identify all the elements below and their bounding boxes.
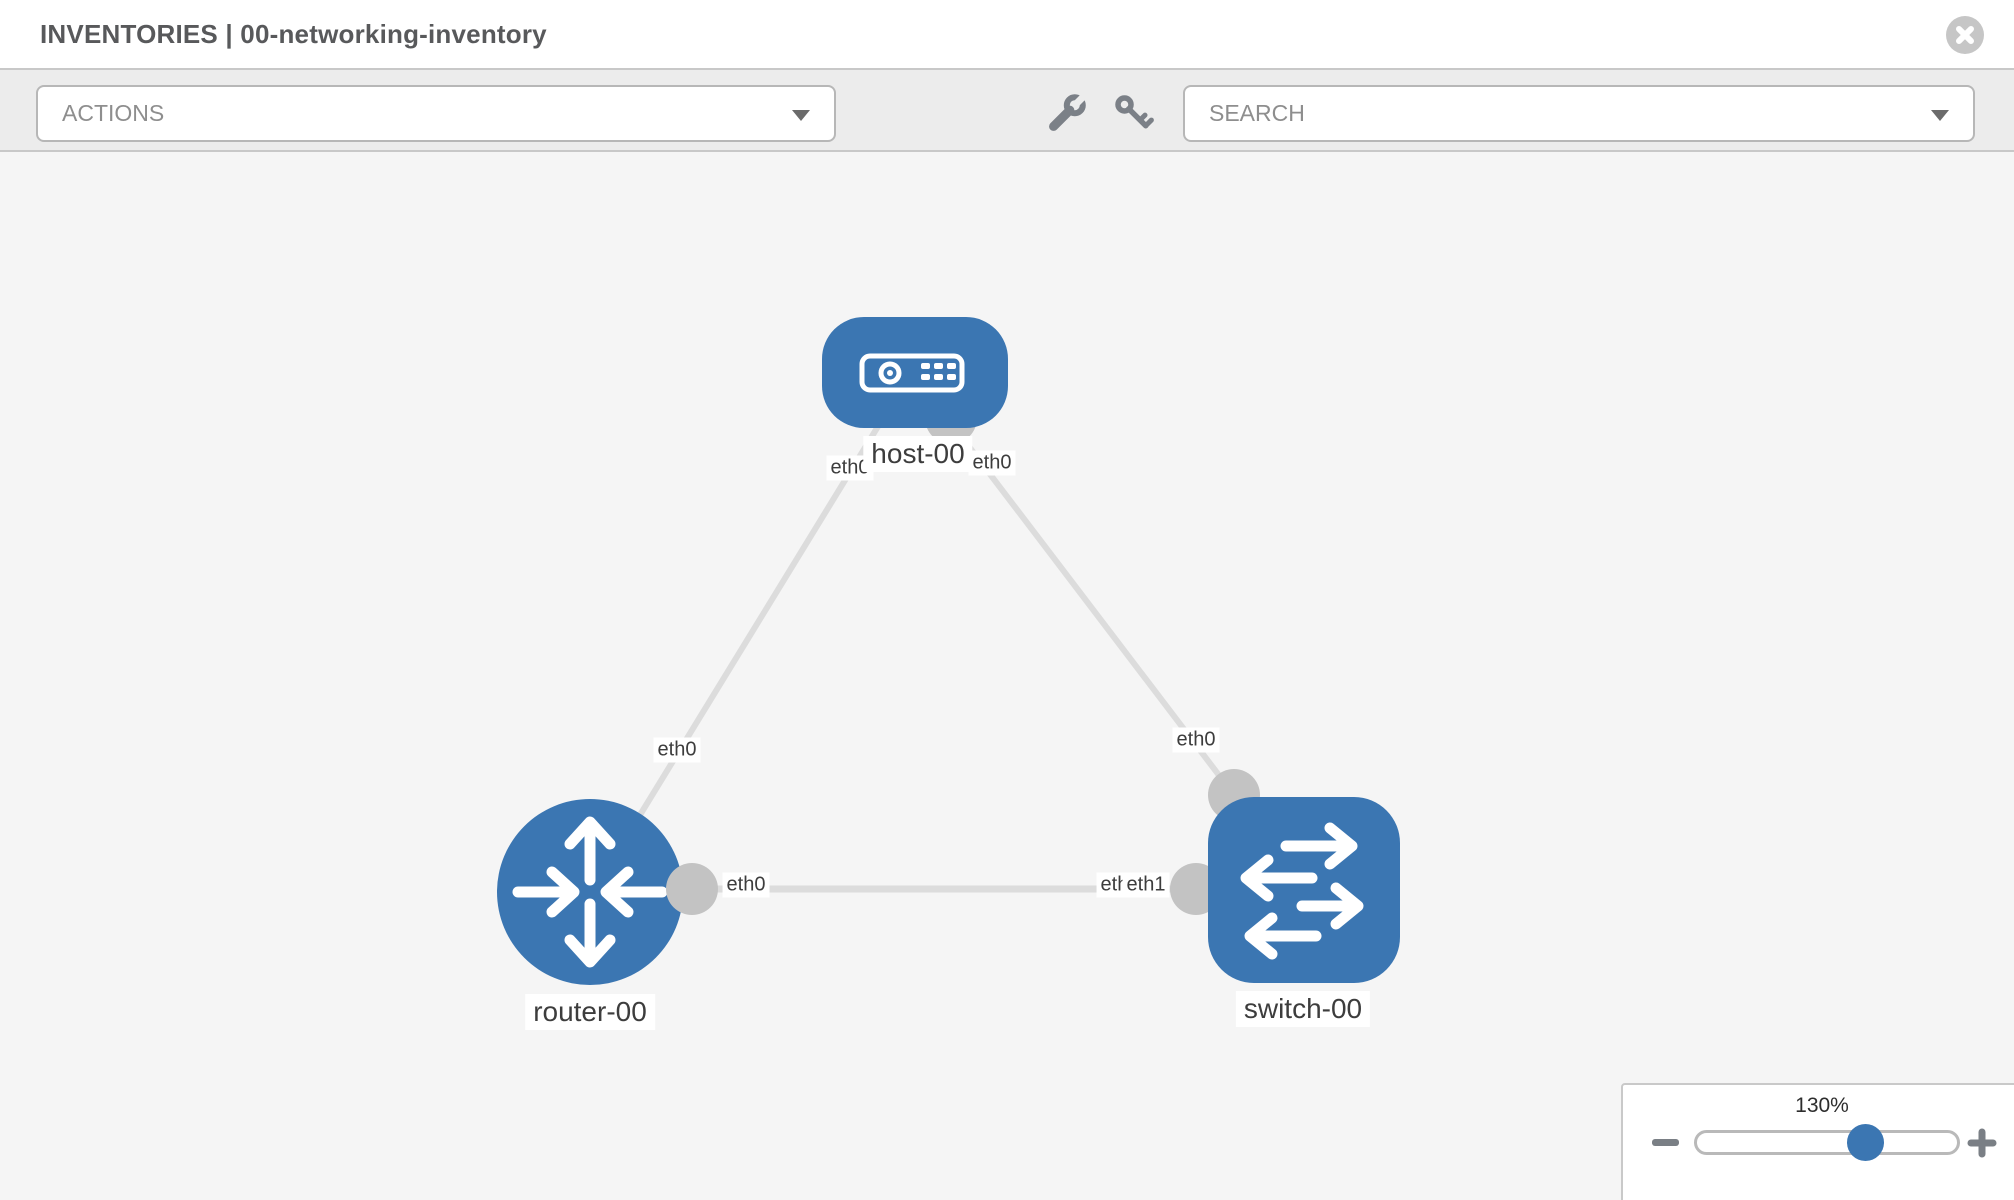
wrench-icon[interactable] [1048,90,1090,132]
zoom-in-button[interactable] [1967,1128,1997,1158]
toolbar-icons [1037,84,1167,149]
node-label-host: host-00 [863,436,973,472]
node-label-router: router-00 [525,994,655,1030]
chevron-down-icon [792,109,810,121]
zoom-panel: 130% [1621,1083,2014,1200]
topology-canvas[interactable]: eth0 eth0 eth0 eth0 eth0 eth0 eth1 host-… [0,152,2014,1200]
toolbar: ACTIONS SEARCH [0,70,2014,152]
chevron-down-icon [1931,109,1949,121]
interface-label: eth0 [653,737,701,763]
interface-label: eth1 [1122,872,1170,898]
zoom-slider-track[interactable] [1694,1130,1960,1155]
host-icon [859,353,965,393]
zoom-level: 130% [1795,1094,1849,1117]
node-router-00[interactable] [497,799,683,985]
close-icon [1956,26,1974,44]
page-title: INVENTORIES | 00-networking-inventory [40,18,547,49]
interface-label: eth0 [722,872,770,898]
search-dropdown[interactable]: SEARCH [1183,85,1975,142]
actions-dropdown[interactable]: ACTIONS [36,85,836,142]
zoom-slider-thumb[interactable] [1847,1124,1884,1161]
header: INVENTORIES | 00-networking-inventory [0,0,2014,70]
switch-icon [1240,822,1364,960]
key-icon[interactable] [1115,94,1154,130]
close-button[interactable] [1946,16,1984,54]
interface-label: eth0 [968,450,1016,476]
node-label-switch: switch-00 [1235,991,1371,1027]
router-icon [512,816,668,968]
node-host-00[interactable] [822,317,1008,428]
topology-graph [497,317,1400,985]
search-dropdown-label: SEARCH [1209,100,1305,126]
node-switch-00[interactable] [1208,797,1400,983]
zoom-out-button[interactable] [1652,1139,1679,1146]
interface-connector [666,863,718,915]
interface-label: eth0 [1172,727,1220,753]
actions-dropdown-label: ACTIONS [62,100,165,126]
